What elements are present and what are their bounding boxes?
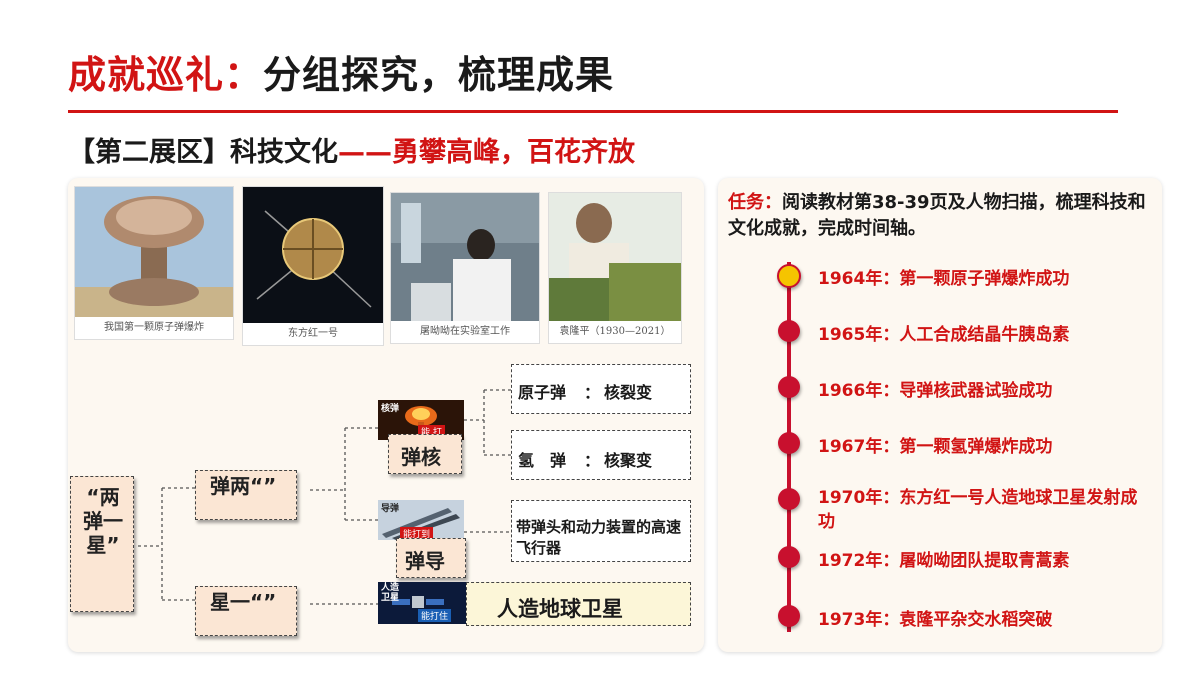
mushroom-cloud-image — [75, 187, 233, 317]
timeline-dot — [778, 488, 800, 510]
thumb-tag: 能打到 — [400, 527, 434, 540]
node-label: 弹导 — [405, 549, 445, 573]
missile-thumbnail: 导弹 能打到 — [378, 500, 464, 540]
leaf-text: 人造地球卫星 — [497, 597, 623, 621]
node-guided-missile: 弹导 — [396, 538, 466, 578]
title-main: 分组探究，梳理成果 — [263, 53, 615, 97]
task-label: 任务： — [728, 192, 782, 213]
photo-caption: 我国第一颗原子弹爆炸 — [75, 317, 233, 339]
leaf-desc: 核裂变 — [604, 383, 653, 402]
leaf-atomic-bomb: 原子弹 ： 核裂变 — [511, 364, 691, 414]
leaf-satellite-definition: 人造地球卫星 — [466, 582, 691, 626]
photo-atomic-bomb: 我国第一颗原子弹爆炸 — [74, 186, 234, 340]
timeline-event: 1970年：东方红一号人造地球卫星发射成功 — [818, 488, 1138, 532]
leaf-sep: ： — [584, 383, 601, 402]
root-node-two-bombs-one-satellite: “两弹一星” — [70, 476, 134, 612]
thumb-label: 核弹 — [381, 404, 400, 414]
timeline-dot-current — [777, 264, 801, 288]
timeline-dot — [778, 432, 800, 454]
leaf-missile-definition: 带弹头和动力装置的高速飞行器 — [511, 500, 691, 562]
nuke-thumbnail: 核弹 能 打 — [378, 400, 464, 440]
leaf-name: 原子弹 — [518, 383, 567, 402]
task-text: 阅读教材第38-39页及人物扫描，梳理科技和文化成就，完成时间轴。 — [728, 192, 1146, 239]
timeline-event: 1973年：袁隆平杂交水稻突破 — [818, 610, 1053, 630]
timeline-event: 1967年：第一颗氢弹爆炸成功 — [818, 437, 1053, 457]
timeline-event: 1965年：人工合成结晶牛胰岛素 — [818, 325, 1070, 345]
thumb-tag: 能打住 — [418, 609, 452, 622]
timeline-event: 1966年：导弹核武器试验成功 — [818, 381, 1053, 401]
timeline-event: 1972年：屠呦呦团队提取青蒿素 — [818, 551, 1070, 571]
timeline-dot — [778, 605, 800, 627]
subtitle-zone: 【第二展区】科技文化 — [68, 137, 338, 168]
page-title: 成就巡礼：分组探究，梳理成果 — [68, 44, 614, 99]
photo-yuan-longping: 袁隆平（1930—2021） — [548, 192, 682, 344]
right-panel — [718, 178, 1162, 652]
leaf-hydrogen-bomb: 氢 弹 ： 核聚变 — [511, 430, 691, 480]
node-label: 弹核 — [401, 445, 441, 469]
task-instructions: 任务：阅读教材第38-39页及人物扫描，梳理科技和文化成就，完成时间轴。 — [728, 190, 1153, 242]
timeline-dot — [778, 320, 800, 342]
subtitle-motto: ——勇攀高峰，百花齐放 — [338, 137, 635, 168]
branch-one-satellite: 星一“” — [195, 586, 297, 636]
photo-satellite: 东方红一号 — [242, 186, 384, 346]
timeline-dot — [778, 546, 800, 568]
leaf-sep: ： — [584, 451, 601, 470]
leaf-desc: 核聚变 — [604, 451, 653, 470]
photo-caption: 屠呦呦在实验室工作 — [391, 321, 539, 343]
photo-caption: 东方红一号 — [243, 323, 383, 345]
branch-label: 弹两“” — [210, 474, 277, 498]
leaf-name: 氢 弹 — [518, 451, 567, 470]
thumb-label: 人造卫星 — [381, 583, 400, 603]
title-divider — [68, 110, 1118, 113]
leaf-text: 带弹头和动力装置的高速飞行器 — [516, 518, 682, 557]
lab-image — [391, 193, 539, 321]
photo-caption: 袁隆平（1930—2021） — [549, 321, 681, 343]
rice-field-image — [549, 193, 681, 321]
satellite-image — [243, 187, 383, 323]
section-subtitle: 【第二展区】科技文化——勇攀高峰，百花齐放 — [68, 130, 635, 169]
photo-tu-youyou: 屠呦呦在实验室工作 — [390, 192, 540, 344]
branch-label: 星一“” — [210, 590, 277, 614]
title-prefix: 成就巡礼： — [68, 53, 264, 97]
timeline-dot — [778, 376, 800, 398]
root-label: “两弹一星” — [83, 485, 123, 557]
timeline-event: 1964年：第一颗原子弹爆炸成功 — [818, 269, 1070, 289]
satellite-thumbnail: 人造卫星 能打住 — [378, 582, 466, 624]
node-nuclear-bomb: 弹核 — [388, 434, 462, 474]
branch-two-bombs: 弹两“” — [195, 470, 297, 520]
thumb-label: 导弹 — [381, 504, 400, 514]
